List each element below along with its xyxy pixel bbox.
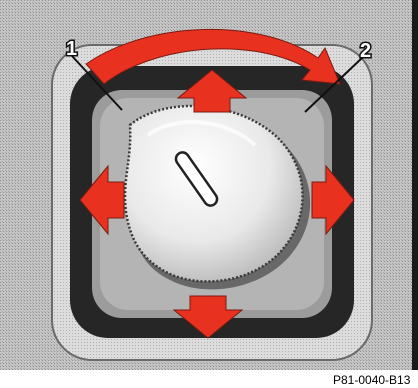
reference-code: P81-0040-B13 (333, 373, 411, 387)
callout-1: 1 (66, 38, 77, 60)
right-border (412, 0, 418, 370)
callout-2: 2 (360, 40, 371, 62)
